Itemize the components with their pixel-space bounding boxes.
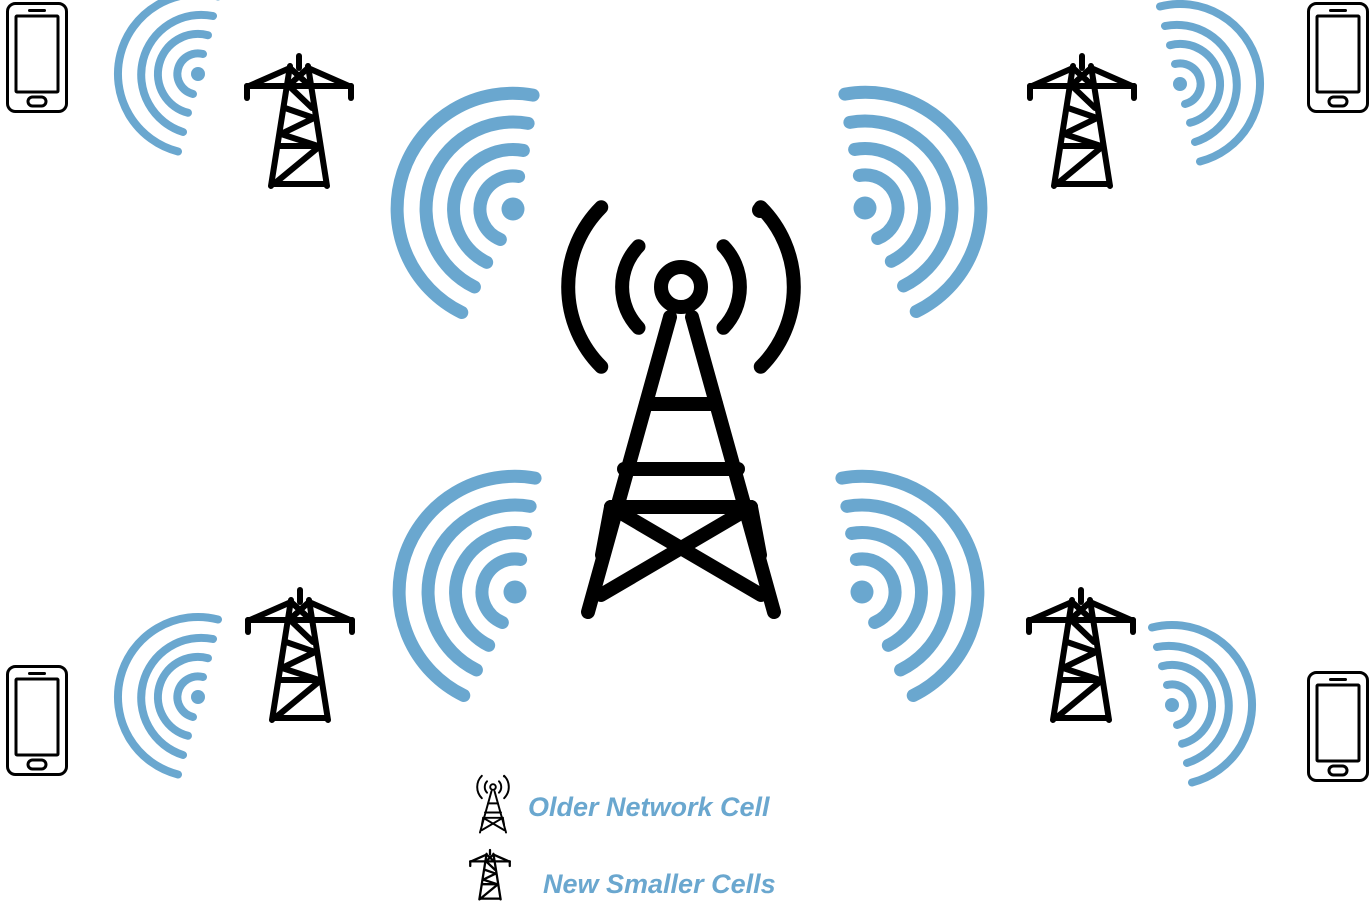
transmission-tower-icon [1029,590,1133,720]
transmission-tower-icon [248,590,352,720]
cell-tower-broadcast-icon [476,774,510,834]
transmission-tower-icon [469,848,511,901]
signal-waves-icon [399,476,535,695]
signal-waves-icon [1160,4,1260,162]
smartphone-icon [1307,2,1369,113]
cell-tower-broadcast-icon [568,202,794,612]
smartphone-icon [1307,671,1369,782]
transmission-tower-icon [1030,56,1134,186]
transmission-tower-icon [247,56,351,186]
legend: Older Network Cell New Smaller Cells [469,774,776,901]
signal-waves-icon [118,617,218,775]
signal-waves-icon [842,476,978,695]
legend-label: Older Network Cell [528,792,770,822]
signal-waves-icon [397,93,533,312]
legend-label: New Smaller Cells [543,869,776,899]
legend-item-new-smaller-cells: New Smaller Cells [469,848,776,901]
signal-waves-icon [118,0,218,152]
smartphone-icon [6,665,68,776]
signal-waves-icon [845,92,981,311]
legend-item-older-cell: Older Network Cell [476,774,770,834]
signal-waves-icon [1152,625,1252,783]
smartphone-icon [6,2,68,113]
